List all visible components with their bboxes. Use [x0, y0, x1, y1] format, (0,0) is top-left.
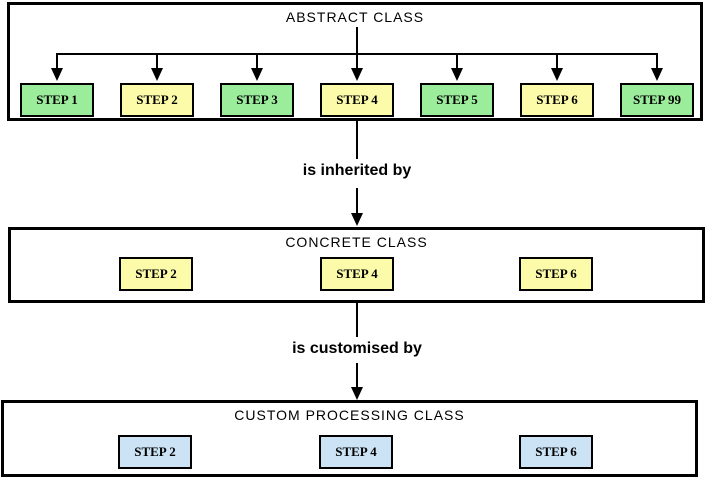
arrow-down-icon	[351, 68, 363, 81]
connector-line	[356, 188, 358, 213]
connector-line	[56, 53, 58, 69]
step-box: STEP 1	[20, 83, 94, 117]
concrete-class-title: CONCRETE CLASS	[285, 234, 428, 250]
arrow-down-icon	[351, 387, 363, 400]
abstract-class-title: ABSTRACT CLASS	[285, 9, 425, 25]
connector-line	[356, 303, 358, 337]
connector-line	[356, 27, 358, 53]
connector-line	[356, 363, 358, 389]
step-box: STEP 2	[120, 83, 194, 117]
step-box: STEP 2	[118, 435, 192, 469]
connector-line	[556, 53, 558, 69]
arrow-down-icon	[351, 213, 363, 226]
connector-line	[356, 53, 358, 69]
arrow-down-icon	[651, 68, 663, 81]
step-box: STEP 4	[319, 435, 393, 469]
step-box: STEP 6	[519, 435, 593, 469]
custom-processing-class-title: CUSTOM PROCESSING CLASS	[234, 407, 465, 423]
inherited-by-label: is inherited by	[257, 162, 457, 180]
step-box: STEP 6	[519, 257, 593, 291]
arrow-down-icon	[51, 68, 63, 81]
step-box: STEP 3	[220, 83, 294, 117]
arrow-down-icon	[251, 68, 263, 81]
step-box: STEP 4	[320, 83, 394, 117]
arrow-down-icon	[451, 68, 463, 81]
connector-line	[156, 53, 158, 69]
connector-line	[656, 53, 658, 69]
step-box: STEP 5	[420, 83, 494, 117]
customised-by-label: is customised by	[257, 340, 457, 358]
step-box: STEP 99	[620, 83, 694, 117]
connector-line	[256, 53, 258, 69]
step-box: STEP 2	[119, 257, 193, 291]
step-box: STEP 4	[320, 257, 394, 291]
connector-line	[456, 53, 458, 69]
connector-line	[356, 121, 358, 159]
arrow-down-icon	[551, 68, 563, 81]
arrow-down-icon	[151, 68, 163, 81]
step-box: STEP 6	[520, 83, 594, 117]
